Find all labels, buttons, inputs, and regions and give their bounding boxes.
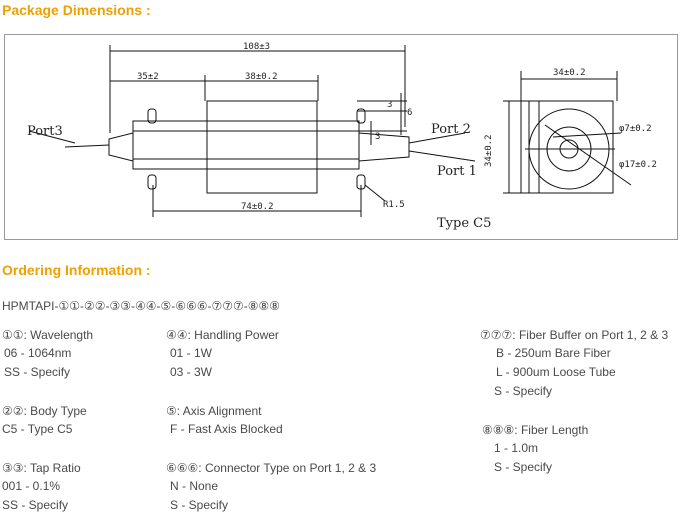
body-outline <box>206 100 318 194</box>
label-port1: Port 1 <box>437 164 477 179</box>
group-title-handling-power: ④④: Handling Power <box>166 328 279 342</box>
label-port3: Port3 <box>27 124 63 139</box>
port12-boot <box>358 132 410 162</box>
dim-h6: 6 <box>407 108 412 118</box>
dim-inner-dia: φ17±0.2 <box>619 160 657 170</box>
dim-left-length: 35±2 <box>137 72 159 82</box>
dim-side-height: 34±0.2 <box>484 134 494 167</box>
package-dimensions-heading: Package Dimensions : <box>2 2 151 18</box>
option-handling-power-1: 01 - 1W <box>170 346 213 360</box>
option-fiber-buffer-2: L - 900um Loose Tube <box>496 365 616 379</box>
option-body-type-1: C5 - Type C5 <box>2 422 73 436</box>
dim-mount-length: 74±0.2 <box>241 202 274 212</box>
label-type: Type C5 <box>437 216 491 231</box>
option-tap-ratio-1: 001 - 0.1% <box>2 479 61 493</box>
group-title-body-type: ②②: Body Type <box>2 404 87 418</box>
dim-h3b: 3 <box>375 132 380 142</box>
option-handling-power-2: 03 - 3W <box>170 365 213 379</box>
port3-boot <box>108 132 134 162</box>
dim-overall: 108±3 <box>243 42 270 52</box>
package-drawing: 108±3 35±2 38±0.2 74±0.2 3 6 3 R1.5 34±0… <box>4 34 678 240</box>
package-drawing-svg: 108±3 35±2 38±0.2 74±0.2 3 6 3 R1.5 34±0… <box>27 42 657 231</box>
housing-outline <box>132 120 360 170</box>
option-axis-alignment-1: F - Fast Axis Blocked <box>170 422 283 436</box>
group-title-fiber-length: ⑧⑧⑧: Fiber Length <box>482 423 589 437</box>
dim-radius: R1.5 <box>383 200 405 210</box>
side-view-square <box>520 100 614 194</box>
part-number-code: HPMTAPI-①①-②②-③③-④④-⑤-⑥⑥⑥-⑦⑦⑦-⑧⑧⑧ <box>2 299 281 313</box>
group-title-connector-type: ⑥⑥⑥: Connector Type on Port 1, 2 & 3 <box>166 461 377 475</box>
group-title-axis-alignment: ⑤: Axis Alignment <box>166 404 262 418</box>
label-port2: Port 2 <box>431 122 471 137</box>
dim-body-length: 38±0.2 <box>245 72 278 82</box>
option-fiber-length-2: S - Specify <box>494 460 553 474</box>
option-connector-type-1: N - None <box>170 479 219 493</box>
option-tap-ratio-2: SS - Specify <box>2 498 69 512</box>
group-title-fiber-buffer: ⑦⑦⑦: Fiber Buffer on Port 1, 2 & 3 <box>480 328 669 342</box>
option-connector-type-2: S - Specify <box>170 498 229 512</box>
ordering-information-heading: Ordering Information : <box>2 262 151 278</box>
option-fiber-length-1: 1 - 1.0m <box>494 441 539 455</box>
group-title-wavelength: ①①: Wavelength <box>2 328 94 342</box>
group-title-tap-ratio: ③③: Tap Ratio <box>2 461 81 475</box>
option-wavelength-2: SS - Specify <box>4 365 71 379</box>
dim-outer-dia: φ7±0.2 <box>619 124 652 134</box>
dim-h3: 3 <box>387 100 392 110</box>
option-wavelength-1: 06 - 1064nm <box>4 346 72 360</box>
dim-side-width: 34±0.2 <box>553 68 586 78</box>
option-fiber-buffer-3: S - Specify <box>494 384 553 398</box>
option-fiber-buffer-1: B - 250um Bare Fiber <box>496 346 611 360</box>
